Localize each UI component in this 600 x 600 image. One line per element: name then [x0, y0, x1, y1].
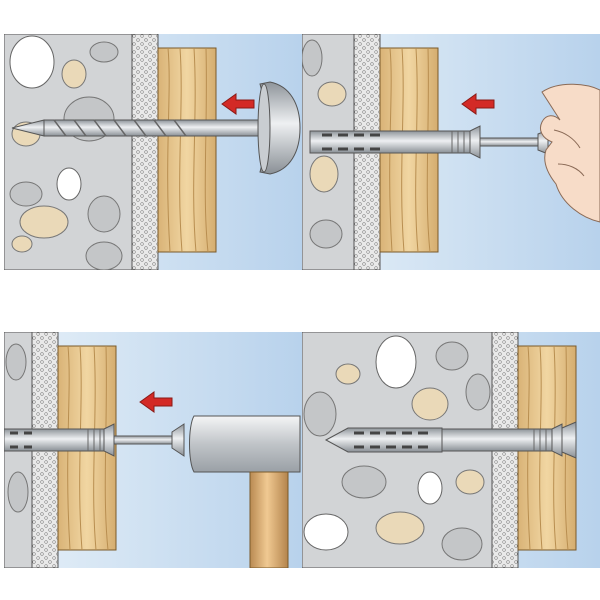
- step-3-hammer-panel: [4, 332, 302, 568]
- hammer: [189, 415, 301, 568]
- depth-stop-collar: [257, 81, 301, 175]
- nail-anchor: [4, 423, 185, 457]
- hand: [539, 83, 600, 223]
- left-arrow: [461, 93, 495, 115]
- installed-anchor: [324, 421, 577, 459]
- left-arrow: [221, 93, 255, 115]
- plaster-layer: [131, 34, 159, 270]
- step-1-illustration: [4, 34, 302, 270]
- left-arrow: [139, 391, 173, 413]
- step-1-drill-panel: [4, 34, 302, 270]
- step-3-illustration: [4, 332, 302, 568]
- step-4-installed-panel: [302, 332, 600, 568]
- step-4-illustration: [302, 332, 600, 568]
- step-2-insert-panel: [302, 34, 600, 270]
- drill-bit: [11, 119, 295, 137]
- wood-board: [157, 47, 217, 253]
- concrete-wall: [4, 34, 133, 270]
- step-2-illustration: [302, 34, 600, 270]
